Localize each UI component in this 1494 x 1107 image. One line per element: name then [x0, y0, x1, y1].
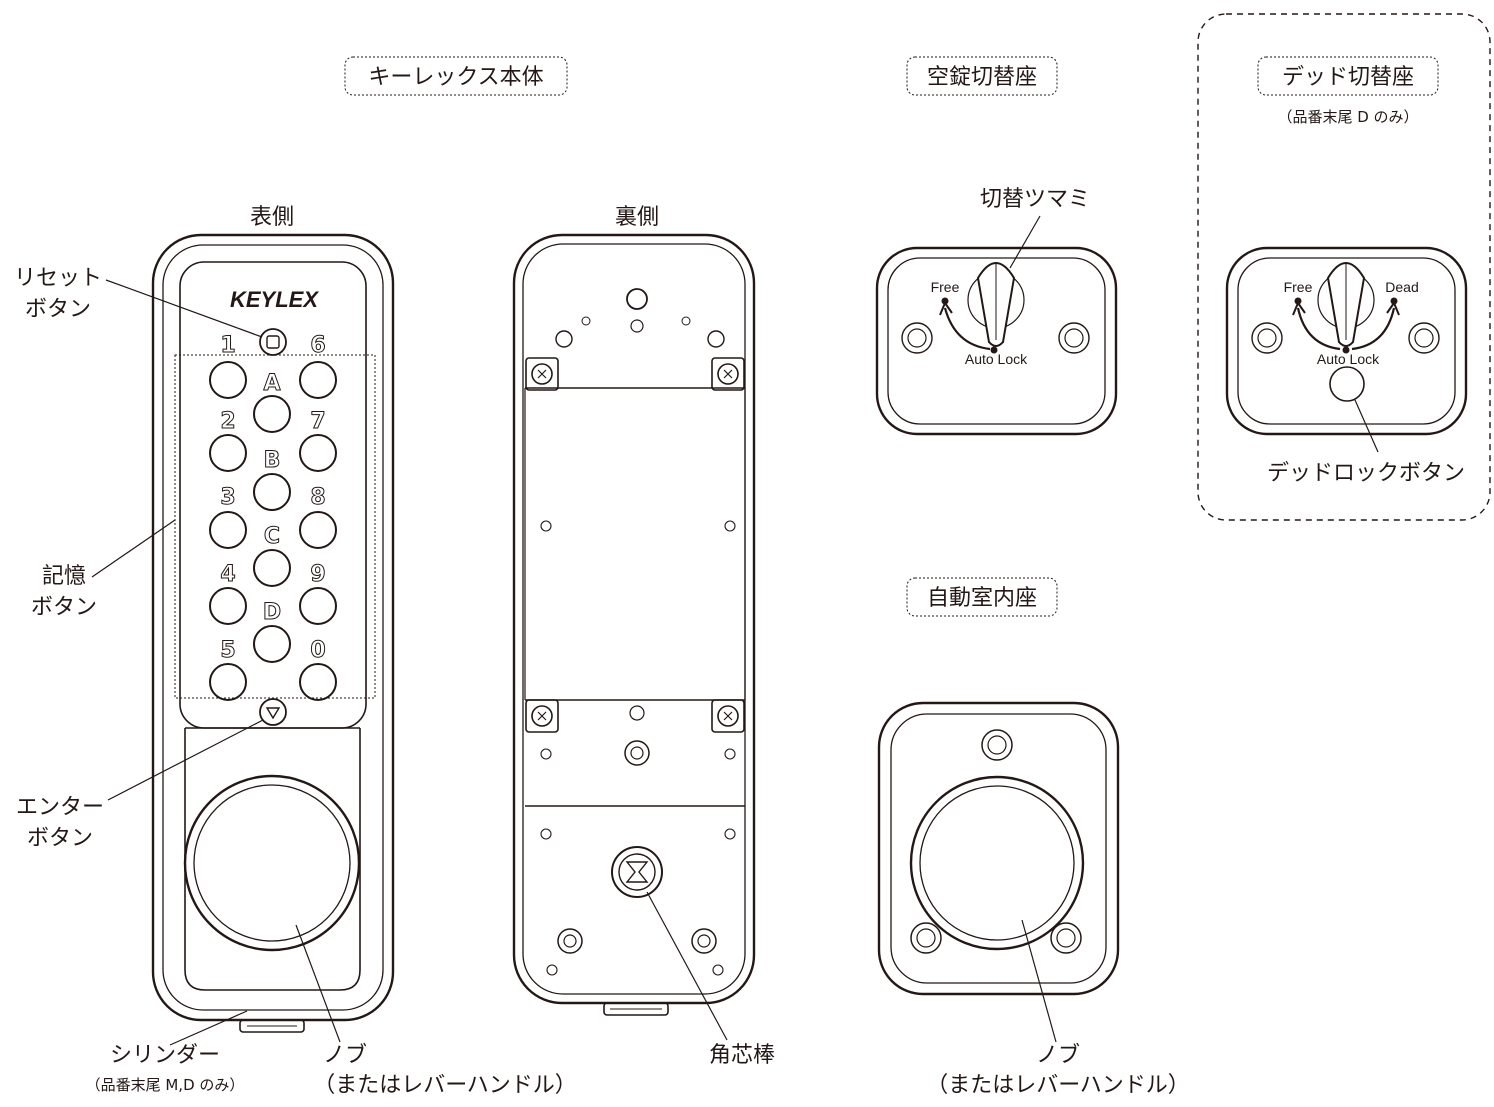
- memory-label-line1: 記憶: [42, 564, 86, 589]
- key-5-button[interactable]: [209, 663, 247, 701]
- indoor-knob-label-line2: （またはレバーハンドル）: [926, 1073, 1190, 1098]
- enter-leader-line: [107, 719, 264, 801]
- cylinder-leader-line: [169, 1010, 248, 1046]
- front-knob-label-line1: ノブ: [323, 1043, 367, 1068]
- key-label-A: A: [263, 371, 280, 396]
- key-label-7: 7: [310, 409, 325, 434]
- back-view-title: 裏側: [615, 205, 659, 230]
- key-label-9: 9: [310, 562, 325, 587]
- key-label-6: 6: [310, 333, 325, 358]
- key-B-button[interactable]: [253, 473, 291, 511]
- main-body-title-box: [344, 56, 568, 96]
- cylinder-note: （品番末尾 M,D のみ）: [86, 1076, 245, 1094]
- switch-plate-title: 空錠切替座: [927, 65, 1037, 90]
- enter-label-line2: ボタン: [27, 826, 93, 851]
- reset-button[interactable]: [259, 328, 287, 356]
- memory-leader-line: [91, 519, 176, 578]
- indoor-knob-label-line1: ノブ: [1036, 1043, 1080, 1068]
- key-label-5: 5: [220, 638, 235, 663]
- square-spindle: [611, 846, 663, 898]
- enter-button[interactable]: [259, 698, 287, 726]
- auto-indoor-title: 自動室内座: [927, 586, 1037, 611]
- dead-autolock-label: Auto Lock: [1317, 351, 1380, 367]
- reset-label-line1: リセット: [14, 266, 102, 291]
- key-8-button[interactable]: [299, 511, 337, 549]
- dead-plate-title: デッド切替座: [1282, 65, 1414, 90]
- key-3-button[interactable]: [209, 511, 247, 549]
- dead-plate-group-frame: [1197, 13, 1491, 521]
- dead-plate-title-box: [1257, 56, 1439, 96]
- main-body-title: キーレックス本体: [368, 65, 543, 90]
- switch-plate: [875, 246, 1118, 436]
- key-label-8: 8: [310, 485, 325, 510]
- dead-right-arc-arrow: [1351, 307, 1396, 351]
- key-1-button[interactable]: [209, 361, 247, 399]
- key-A-button[interactable]: [253, 395, 291, 433]
- front-knob-leader-line: [295, 924, 341, 1043]
- key-label-C: C: [264, 524, 280, 549]
- key-label-1: 1: [220, 333, 235, 358]
- switch-knob-leader-line: [1009, 215, 1041, 269]
- memory-label-line2: ボタン: [31, 595, 97, 620]
- key-0-button[interactable]: [299, 663, 337, 701]
- deadlock-button-label: デッドロックボタン: [1267, 461, 1465, 486]
- key-6-button[interactable]: [299, 361, 337, 399]
- front-view-title: 表側: [250, 205, 294, 230]
- switch-autolock-label: Auto Lock: [965, 351, 1028, 367]
- spindle-label: 角芯棒: [709, 1043, 775, 1068]
- dead-left-arc-arrow: [1296, 307, 1341, 351]
- front-knob-label-line2: （またはレバーハンドル）: [313, 1073, 577, 1098]
- spindle-leader-line: [646, 891, 728, 1041]
- indoor-plate: [877, 701, 1120, 996]
- back-body: [512, 233, 756, 1016]
- switch-free-label: Free: [931, 279, 960, 295]
- key-label-0: 0: [310, 638, 325, 663]
- key-label-B: B: [264, 448, 281, 473]
- key-label-4: 4: [220, 562, 235, 587]
- front-knob[interactable]: [183, 774, 361, 952]
- switch-knob-label: 切替ツマミ: [980, 187, 1090, 212]
- key-7-button[interactable]: [299, 434, 337, 472]
- auto-indoor-title-box: [906, 577, 1058, 617]
- key-9-button[interactable]: [299, 587, 337, 625]
- brand-logo: KEYLEX: [230, 287, 319, 312]
- dead-free-label: Free: [1284, 279, 1313, 295]
- reset-leader-line: [105, 279, 263, 338]
- deadlock-leader-line: [1354, 399, 1379, 453]
- key-label-3: 3: [220, 485, 235, 510]
- dead-plate-note: （品番末尾 D のみ）: [1277, 108, 1418, 126]
- switch-plate-title-box: [906, 56, 1058, 96]
- indoor-knob-leader-line: [1021, 919, 1057, 1043]
- key-2-button[interactable]: [209, 434, 247, 472]
- key-label-D: D: [263, 600, 281, 625]
- key-4-button[interactable]: [209, 587, 247, 625]
- dead-dead-label: Dead: [1385, 279, 1418, 295]
- enter-triangle-icon: [265, 707, 281, 720]
- switch-arc-arrow: [943, 307, 991, 351]
- deadlock-button[interactable]: [1329, 366, 1365, 402]
- reset-label-line2: ボタン: [25, 297, 91, 322]
- key-D-button[interactable]: [253, 625, 291, 663]
- key-label-2: 2: [220, 409, 235, 434]
- indoor-knob[interactable]: [909, 775, 1085, 951]
- cylinder-label: シリンダー: [110, 1043, 220, 1068]
- key-C-button[interactable]: [253, 549, 291, 587]
- enter-label-line1: エンター: [16, 795, 104, 820]
